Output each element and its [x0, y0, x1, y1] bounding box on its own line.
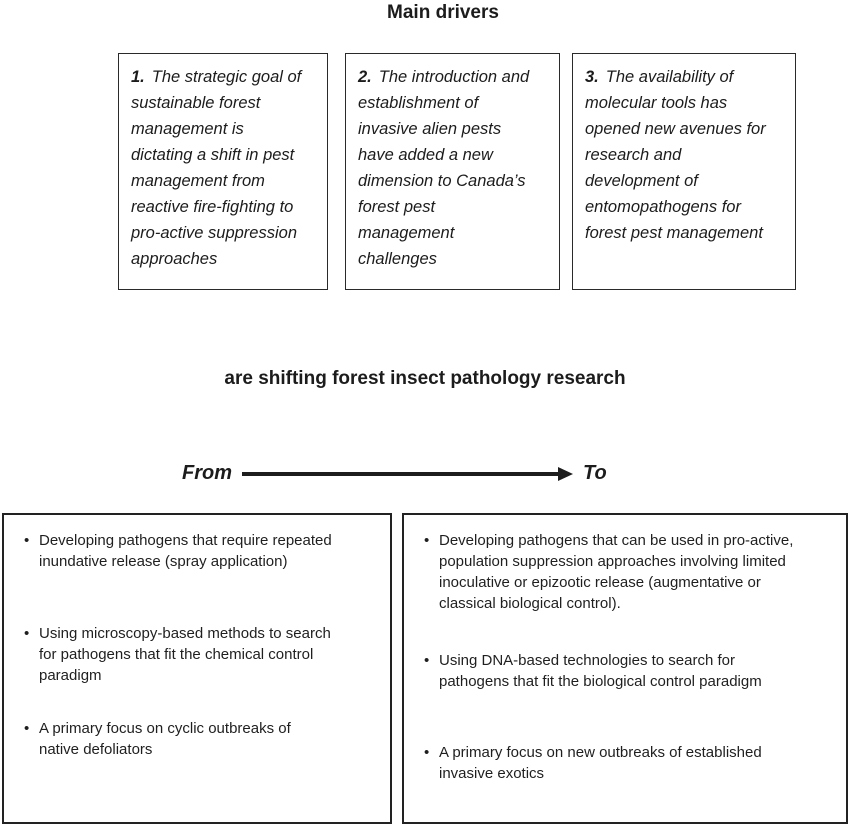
shift-heading: are shifting forest insect pathology res…	[224, 368, 626, 389]
bullet-text: Developing pathogens that require repeat…	[39, 532, 332, 570]
from-label: From	[182, 462, 232, 484]
driver-number-2: 2.	[358, 68, 372, 86]
bullet-text: Developing pathogens that can be used in…	[439, 532, 794, 612]
list-item: • Developing pathogens that can be used …	[424, 530, 831, 614]
bullet-icon: •	[424, 744, 430, 761]
bullet-text: A primary focus on new outbreaks of esta…	[439, 744, 762, 782]
driver-text-3: The availability of molecular tools has …	[585, 68, 766, 242]
bullet-text: Using microscopy-based methods to search…	[39, 625, 331, 684]
driver-number-1: 1.	[131, 68, 145, 86]
from-to-transition: From To	[182, 462, 607, 485]
from-box: • Developing pathogens that require repe…	[2, 513, 392, 824]
to-label: To	[583, 462, 607, 484]
list-item: • Developing pathogens that require repe…	[24, 530, 364, 572]
bullet-icon: •	[424, 652, 430, 669]
list-item: • A primary focus on new outbreaks of es…	[424, 742, 831, 784]
bullet-icon: •	[24, 720, 30, 737]
driver-box-2: 2.The introduction and establishment of …	[345, 53, 560, 290]
list-item: • Using DNA-based technologies to search…	[424, 650, 831, 692]
arrow-shaft	[242, 471, 558, 476]
right-arrow-icon	[242, 466, 573, 481]
driver-number-3: 3.	[585, 68, 599, 86]
driver-text-2: The introduction and establishment of in…	[358, 68, 530, 268]
list-item: • A primary focus on cyclic outbreaks of…	[24, 718, 364, 760]
driver-box-1: 1.The strategic goal of sustainable fore…	[118, 53, 328, 290]
bullet-icon: •	[24, 532, 30, 549]
list-item: • Using microscopy-based methods to sear…	[24, 623, 364, 686]
arrow-head	[558, 466, 573, 481]
to-box: • Developing pathogens that can be used …	[402, 513, 848, 824]
page-title: Main drivers	[387, 2, 499, 23]
driver-box-3: 3.The availability of molecular tools ha…	[572, 53, 796, 290]
bullet-icon: •	[24, 625, 30, 642]
bullet-icon: •	[424, 532, 430, 549]
bullet-text: Using DNA-based technologies to search f…	[439, 652, 762, 690]
bullet-text: A primary focus on cyclic outbreaks of n…	[39, 720, 291, 758]
driver-text-1: The strategic goal of sustainable forest…	[131, 68, 302, 268]
